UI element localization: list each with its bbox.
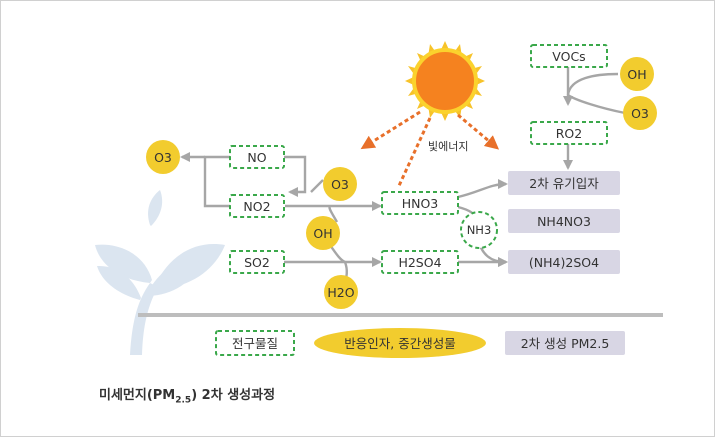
light-energy-arrows — [360, 110, 500, 189]
node-vocs: VOCs — [530, 44, 608, 68]
svg-text:NO: NO — [247, 150, 266, 165]
svg-text:O3: O3 — [631, 106, 649, 121]
svg-text:(NH4)2SO4: (NH4)2SO4 — [529, 255, 599, 270]
svg-text:OH: OH — [313, 226, 332, 241]
svg-text:HNO3: HNO3 — [402, 196, 439, 211]
node-o3-mid: O3 — [323, 167, 357, 201]
figure-caption: 미세먼지(PM2.5) 2차 생성과정 — [99, 384, 275, 406]
node-h2o: H2O — [324, 275, 358, 309]
legend: 전구물질 반응인자, 중간생성물 2차 생성 PM2.5 — [215, 328, 625, 358]
svg-text:O3: O3 — [331, 177, 349, 192]
svg-text:H2SO4: H2SO4 — [398, 255, 441, 270]
reactant-circles: OH O3 O3 O3 OH H2O — [146, 57, 657, 309]
caption-suffix: ) 2차 생성과정 — [191, 388, 276, 403]
legend-precursor: 전구물질 — [215, 330, 295, 356]
light-energy-label: 빛에너지 — [428, 140, 468, 153]
product-boxes: 2차 유기입자 NH4NO3 (NH4)2SO4 — [508, 171, 620, 274]
node-oh-top: OH — [620, 57, 654, 91]
node-no: NO — [229, 145, 285, 169]
sun-icon — [405, 41, 485, 121]
node-nh4no3: NH4NO3 — [508, 209, 620, 233]
caption-prefix: 미세먼지(PM — [99, 388, 176, 403]
node-no2: NO2 — [229, 194, 285, 218]
legend-product: 2차 생성 PM2.5 — [505, 331, 625, 355]
svg-text:반응인자, 중간생성물: 반응인자, 중간생성물 — [344, 336, 455, 351]
svg-text:2차 유기입자: 2차 유기입자 — [529, 176, 599, 191]
svg-text:NH4NO3: NH4NO3 — [537, 214, 591, 229]
node-hno3: HNO3 — [381, 191, 459, 215]
svg-text:VOCs: VOCs — [552, 49, 585, 64]
legend-reactant: 반응인자, 중간생성물 — [314, 328, 486, 358]
node-nh3: NH3 — [460, 211, 498, 249]
svg-text:NH3: NH3 — [467, 223, 492, 237]
svg-text:2차 생성 PM2.5: 2차 생성 PM2.5 — [521, 336, 610, 351]
node-so2: SO2 — [229, 250, 285, 274]
caption-subscript: 2.5 — [175, 395, 192, 406]
svg-text:H2O: H2O — [327, 285, 354, 300]
node-ro2: RO2 — [530, 121, 608, 145]
reaction-arrows — [180, 65, 626, 284]
node-h2so4: H2SO4 — [381, 250, 459, 274]
plant-watermark-icon — [95, 190, 225, 355]
svg-text:OH: OH — [627, 67, 646, 82]
svg-text:전구물질: 전구물질 — [232, 336, 278, 351]
node-organic-particle: 2차 유기입자 — [508, 171, 620, 195]
svg-text:NO2: NO2 — [243, 199, 270, 214]
node-oh-mid: OH — [306, 216, 340, 250]
node-nh42so4: (NH4)2SO4 — [508, 250, 620, 274]
svg-text:O3: O3 — [154, 150, 172, 165]
node-o3-left: O3 — [146, 140, 180, 174]
node-o3-top: O3 — [623, 96, 657, 130]
svg-text:RO2: RO2 — [556, 126, 582, 141]
svg-text:SO2: SO2 — [244, 255, 270, 270]
precursor-boxes: VOCs RO2 NO NO2 HNO3 SO2 H2SO4 — [229, 44, 608, 274]
